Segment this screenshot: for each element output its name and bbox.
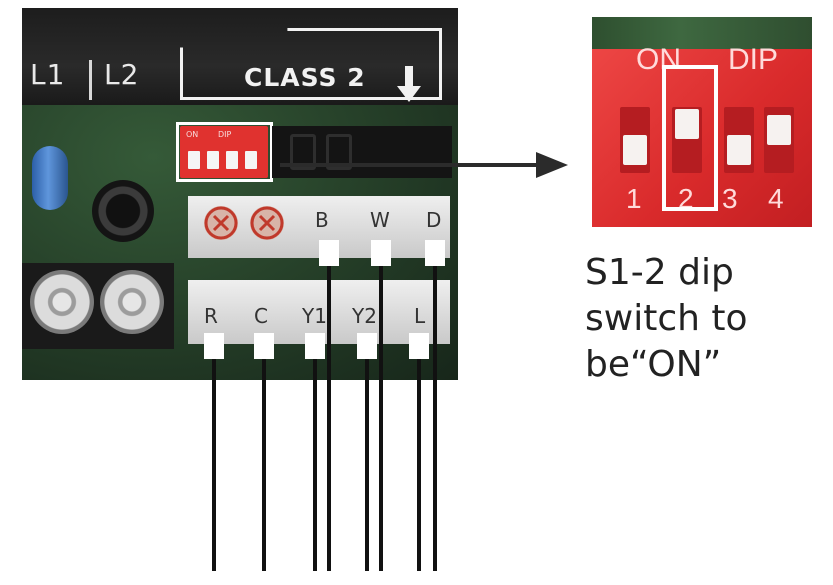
dip-small-highlight (176, 122, 273, 182)
pin-y1 (305, 333, 325, 359)
wire-w (379, 266, 383, 571)
pin-l (409, 333, 429, 359)
pin-w (371, 240, 391, 266)
screw-left (30, 270, 94, 334)
down-arrow-icon (397, 66, 421, 102)
caption-line-3: be“ON” (585, 344, 722, 385)
instruction-caption: S1-2 dip switch to be“ON” (585, 250, 825, 388)
dip-knob-1 (623, 135, 647, 165)
wire-l (417, 359, 421, 571)
selected-switch-highlight (662, 65, 718, 211)
zoom-on-label: ON (636, 43, 681, 76)
x-mark-icon (250, 206, 284, 240)
board-top-panel (22, 8, 458, 105)
pointer-arrow-line (280, 163, 538, 167)
label-l2: L2 (104, 58, 140, 91)
dip-number-1: 1 (626, 183, 642, 214)
terminal-label-y2: Y2 (352, 304, 377, 328)
wire-b (327, 266, 331, 571)
segment-digit-1 (290, 134, 316, 170)
dip-number-3: 3 (722, 183, 738, 214)
wire-y1 (313, 359, 317, 571)
wire-y2 (365, 359, 369, 571)
dip-zoom-board-edge (592, 17, 812, 49)
dip-small-switch-1 (188, 151, 200, 169)
caption-line-2: switch to (585, 298, 748, 339)
label-l1: L1 (30, 58, 66, 91)
pin-d (425, 240, 445, 266)
caption-line-1: S1-2 dip (585, 252, 734, 293)
connector-jack (92, 180, 154, 242)
dip-switch-zoom: ON DIP 1 2 3 4 (592, 17, 812, 227)
terminal-label-l: L (414, 304, 426, 328)
pin-b (319, 240, 339, 266)
dip-knob-3 (727, 135, 751, 165)
x-mark-icon (204, 206, 238, 240)
dip-small-switch-3 (226, 151, 238, 169)
dip-small-switch-4 (245, 151, 257, 169)
pin-y2 (357, 333, 377, 359)
terminal-label-d: D (426, 208, 442, 232)
silk-divider (89, 60, 92, 100)
label-class2: CLASS 2 (244, 63, 366, 92)
dip-number-4: 4 (768, 183, 784, 214)
blue-capacitor (32, 146, 68, 210)
dip-small-dip: DIP (218, 130, 232, 139)
dip-knob-2 (675, 109, 699, 139)
screw-right (100, 270, 164, 334)
terminal-label-r: R (204, 304, 218, 328)
terminal-label-y1: Y1 (302, 304, 327, 328)
dip-number-2: 2 (678, 183, 694, 214)
zoom-dip-label: DIP (728, 43, 779, 76)
pin-c (254, 333, 274, 359)
wire-d (433, 266, 437, 571)
pcb-photo: L1 L2 CLASS 2 ON DIP B W D R C Y1 Y2 L (22, 8, 458, 380)
wire-r (212, 359, 216, 571)
dip-knob-4 (767, 115, 791, 145)
segment-digit-2 (326, 134, 352, 170)
class2-outline (180, 28, 442, 100)
pin-r (204, 333, 224, 359)
terminal-label-b: B (315, 208, 329, 232)
wire-c (262, 359, 266, 571)
terminal-label-w: W (370, 208, 390, 232)
dip-small-on: ON (186, 130, 199, 139)
right-arrow-icon (536, 152, 568, 178)
terminal-label-c: C (254, 304, 268, 328)
dip-small-switch-2 (207, 151, 219, 169)
